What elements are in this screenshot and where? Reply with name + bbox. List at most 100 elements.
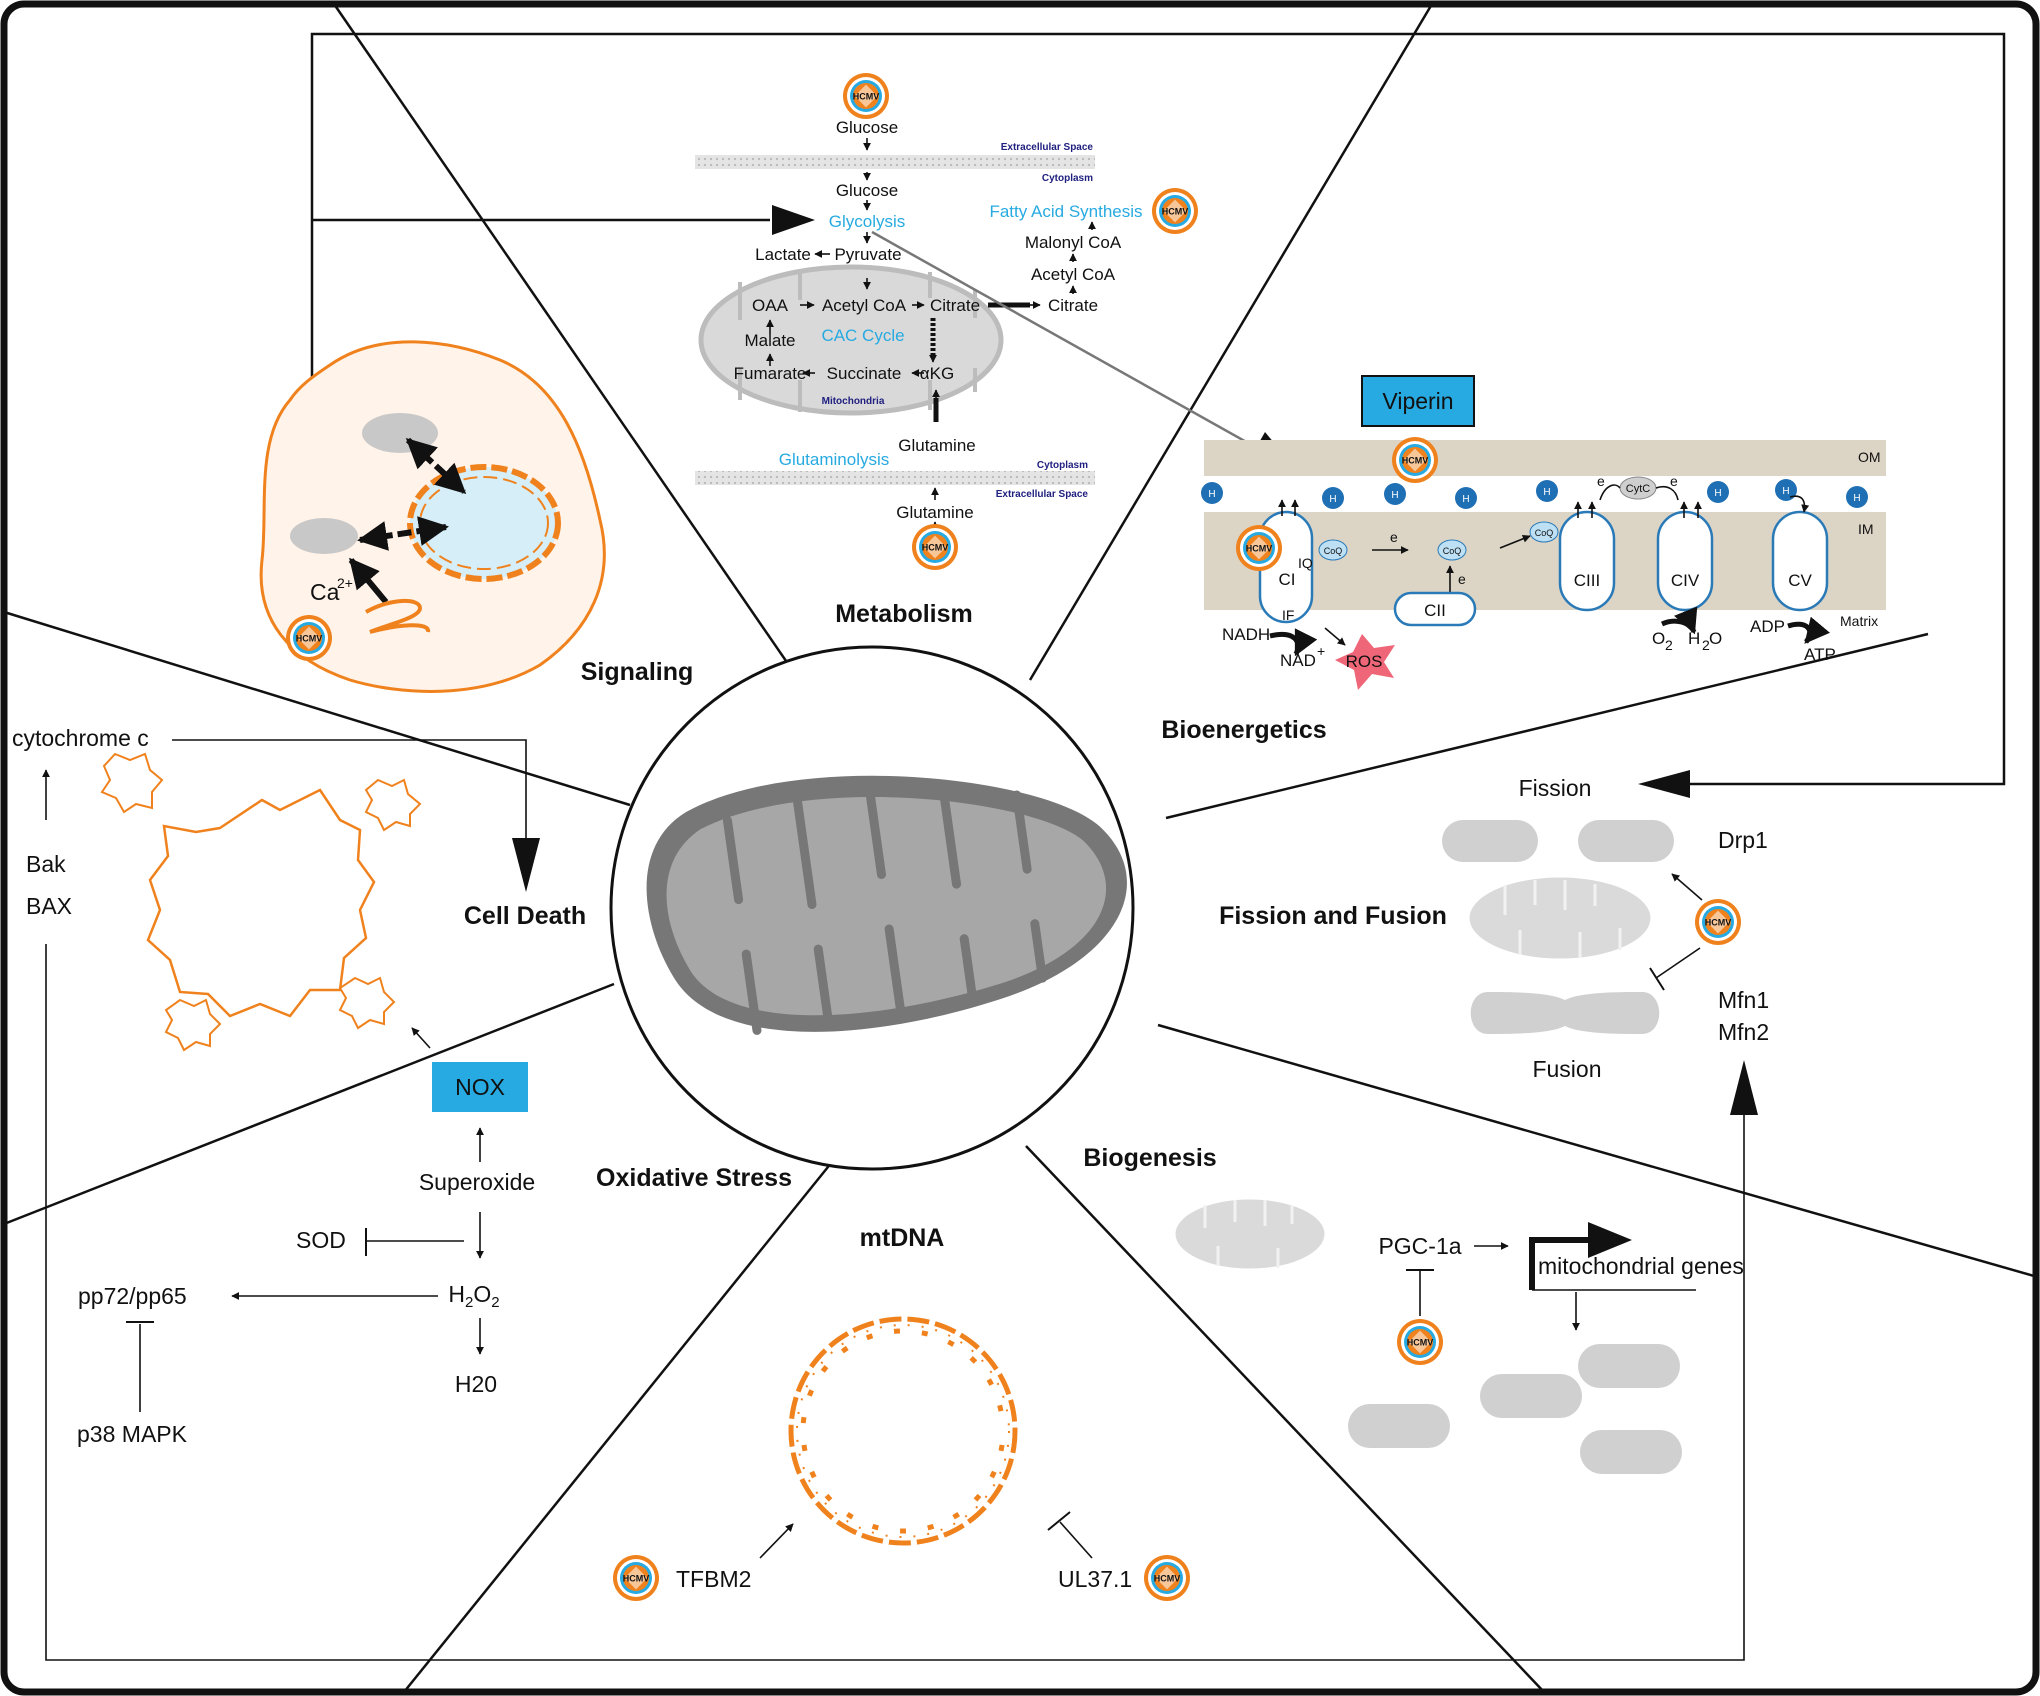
electron-label: e (1597, 473, 1605, 489)
superoxide-label: Superoxide (419, 1169, 535, 1195)
fusing-mitochondria (1470, 992, 1660, 1034)
proton-label: H (1543, 487, 1550, 498)
new-mitochondrion (1578, 1344, 1680, 1388)
electron-label: e (1390, 529, 1398, 545)
proton-label: H (1208, 489, 1215, 500)
section-title-metabolism: Metabolism (835, 600, 973, 628)
matrix-label: Matrix (1840, 613, 1878, 629)
calcium-ion-label: Ca (310, 579, 340, 605)
proton-icon (1536, 480, 1558, 502)
complex-iii-label: CIII (1574, 571, 1600, 590)
coq-label: CoQ (1535, 528, 1554, 538)
outer-membrane (1204, 440, 1886, 476)
proton-icon (1707, 481, 1729, 503)
biogenesis-mitochondrion (1172, 1196, 1328, 1272)
metabolite-alpha-ketoglutarate: αKG (920, 364, 954, 383)
fragmented-mitochondrion (1442, 820, 1538, 862)
nox-label: NOX (455, 1074, 505, 1100)
metabolite-glucose-extracellular: Glucose (836, 118, 898, 137)
coq-icon (1437, 539, 1467, 561)
coq-label: CoQ (1443, 546, 1462, 556)
complex-v-label: CV (1788, 571, 1812, 590)
proton-icon (1322, 487, 1344, 509)
hcmv-virus-label: HCMV (1407, 1338, 1434, 1348)
metabolism-mitochondrion (698, 264, 1004, 416)
viperin-box (1361, 375, 1475, 427)
complex-iii (1558, 510, 1616, 612)
metabolite-citrate-cytoplasm: Citrate (1048, 296, 1098, 315)
metabolite-fumarate: Fumarate (734, 364, 807, 383)
metabolite-acetyl-coa-cytoplasm: Acetyl CoA (1031, 265, 1116, 284)
proton-label: H (1714, 488, 1721, 499)
biogenesis-panel: PGC-1a HCMV mitochondrial genes (1172, 1196, 1744, 1474)
metabolite-acetyl-coa-mitochondria: Acetyl CoA (822, 296, 907, 315)
mfn2-label: Mfn2 (1718, 1019, 1769, 1045)
metabolite-succinate: Succinate (827, 364, 902, 383)
metabolite-glucose-cytoplasm: Glucose (836, 181, 898, 200)
pp72-pp65-label: pp72/pp65 (78, 1283, 187, 1309)
ul37-label: UL37.1 (1058, 1566, 1132, 1592)
pathway-cac-cycle: CAC Cycle (821, 326, 904, 345)
apoptotic-body (338, 976, 396, 1030)
label-extracellular-space-2: Extracellular Space (996, 489, 1089, 500)
metabolite-malonyl-coa: Malonyl CoA (1025, 233, 1122, 252)
fission-fusion-panel: Fission Drp1 HCMV Mfn1 Mfn2 Fusion (1442, 775, 1769, 1082)
oxygen-subscript: 2 (1665, 637, 1673, 653)
mfn1-label: Mfn1 (1718, 987, 1769, 1013)
water-label: H (1688, 629, 1700, 648)
pgc1a-label: PGC-1a (1378, 1233, 1461, 1259)
section-title-fission-fusion: Fission and Fusion (1219, 902, 1447, 930)
metabolite-glutamine-extracellular: Glutamine (896, 503, 973, 522)
metabolite-lactate: Lactate (755, 245, 811, 264)
oxidative-stress-panel: NOX Superoxide SOD H2O2 pp72/pp65 p38 MA… (77, 1027, 535, 1447)
complex-ii-label: CII (1424, 601, 1446, 620)
bak-label: Bak (26, 851, 66, 877)
apoptotic-cell (146, 788, 376, 1018)
plasma-membrane-top (695, 155, 1095, 169)
label-cytoplasm-2: Cytoplasm (1037, 460, 1088, 471)
mtdna-panel: HCMV TFBM2 UL37.1 HCMV (613, 1316, 1190, 1601)
complex-i-if-site: IF (1282, 607, 1294, 623)
proton-group: H H H H H H H H (1201, 479, 1868, 509)
ros-label: ROS (1346, 652, 1383, 671)
label-extracellular-space: Extracellular Space (1001, 142, 1094, 153)
complex-v (1771, 510, 1829, 612)
proton-icon (1455, 487, 1477, 509)
nad-charge: + (1317, 643, 1325, 659)
proton-icon (1775, 479, 1797, 501)
cytochrome-c-label: CytC (1626, 483, 1651, 495)
hcmv-virus-label: HCMV (1154, 1574, 1181, 1584)
proton-label: H (1853, 493, 1860, 504)
metabolite-pyruvate: Pyruvate (834, 245, 901, 264)
proton-label: H (1329, 494, 1336, 505)
nox-box (432, 1062, 528, 1112)
section-title-mtdna: mtDNA (860, 1224, 945, 1252)
metabolism-panel: HCMV Glucose Extracellular Space Cytopla… (695, 73, 1298, 570)
proton-label: H (1391, 490, 1398, 501)
hcmv-virus-label: HCMV (1162, 207, 1189, 217)
hcmv-virus-label: HCMV (623, 1574, 650, 1584)
signaling-connectors (310, 32, 2006, 798)
proton-icon (1384, 483, 1406, 505)
adp-label: ADP (1750, 617, 1785, 636)
section-title-biogenesis: Biogenesis (1083, 1144, 1216, 1172)
proton-label: H (1782, 486, 1789, 497)
nadh-label: NADH (1222, 625, 1270, 644)
section-title-oxidative-stress: Oxidative Stress (596, 1164, 792, 1192)
hcmv-virus-label: HCMV (853, 92, 880, 102)
glycolysis-to-bioenergetics-arrow (871, 230, 1283, 464)
proton-icon (1201, 482, 1223, 504)
proton-icon (1846, 486, 1868, 508)
complex-iv (1656, 510, 1714, 612)
metabolite-oaa: OAA (752, 296, 789, 315)
label-mitochondria: Mitochondria (822, 396, 885, 407)
intact-mitochondrion (1466, 874, 1654, 962)
section-title-bioenergetics: Bioenergetics (1161, 716, 1326, 744)
h2o2-label: H2O2 (448, 1281, 499, 1311)
fission-label: Fission (1519, 775, 1592, 801)
apoptotic-body (100, 752, 164, 814)
cytochrome-c-release: cytochrome c (12, 725, 149, 751)
